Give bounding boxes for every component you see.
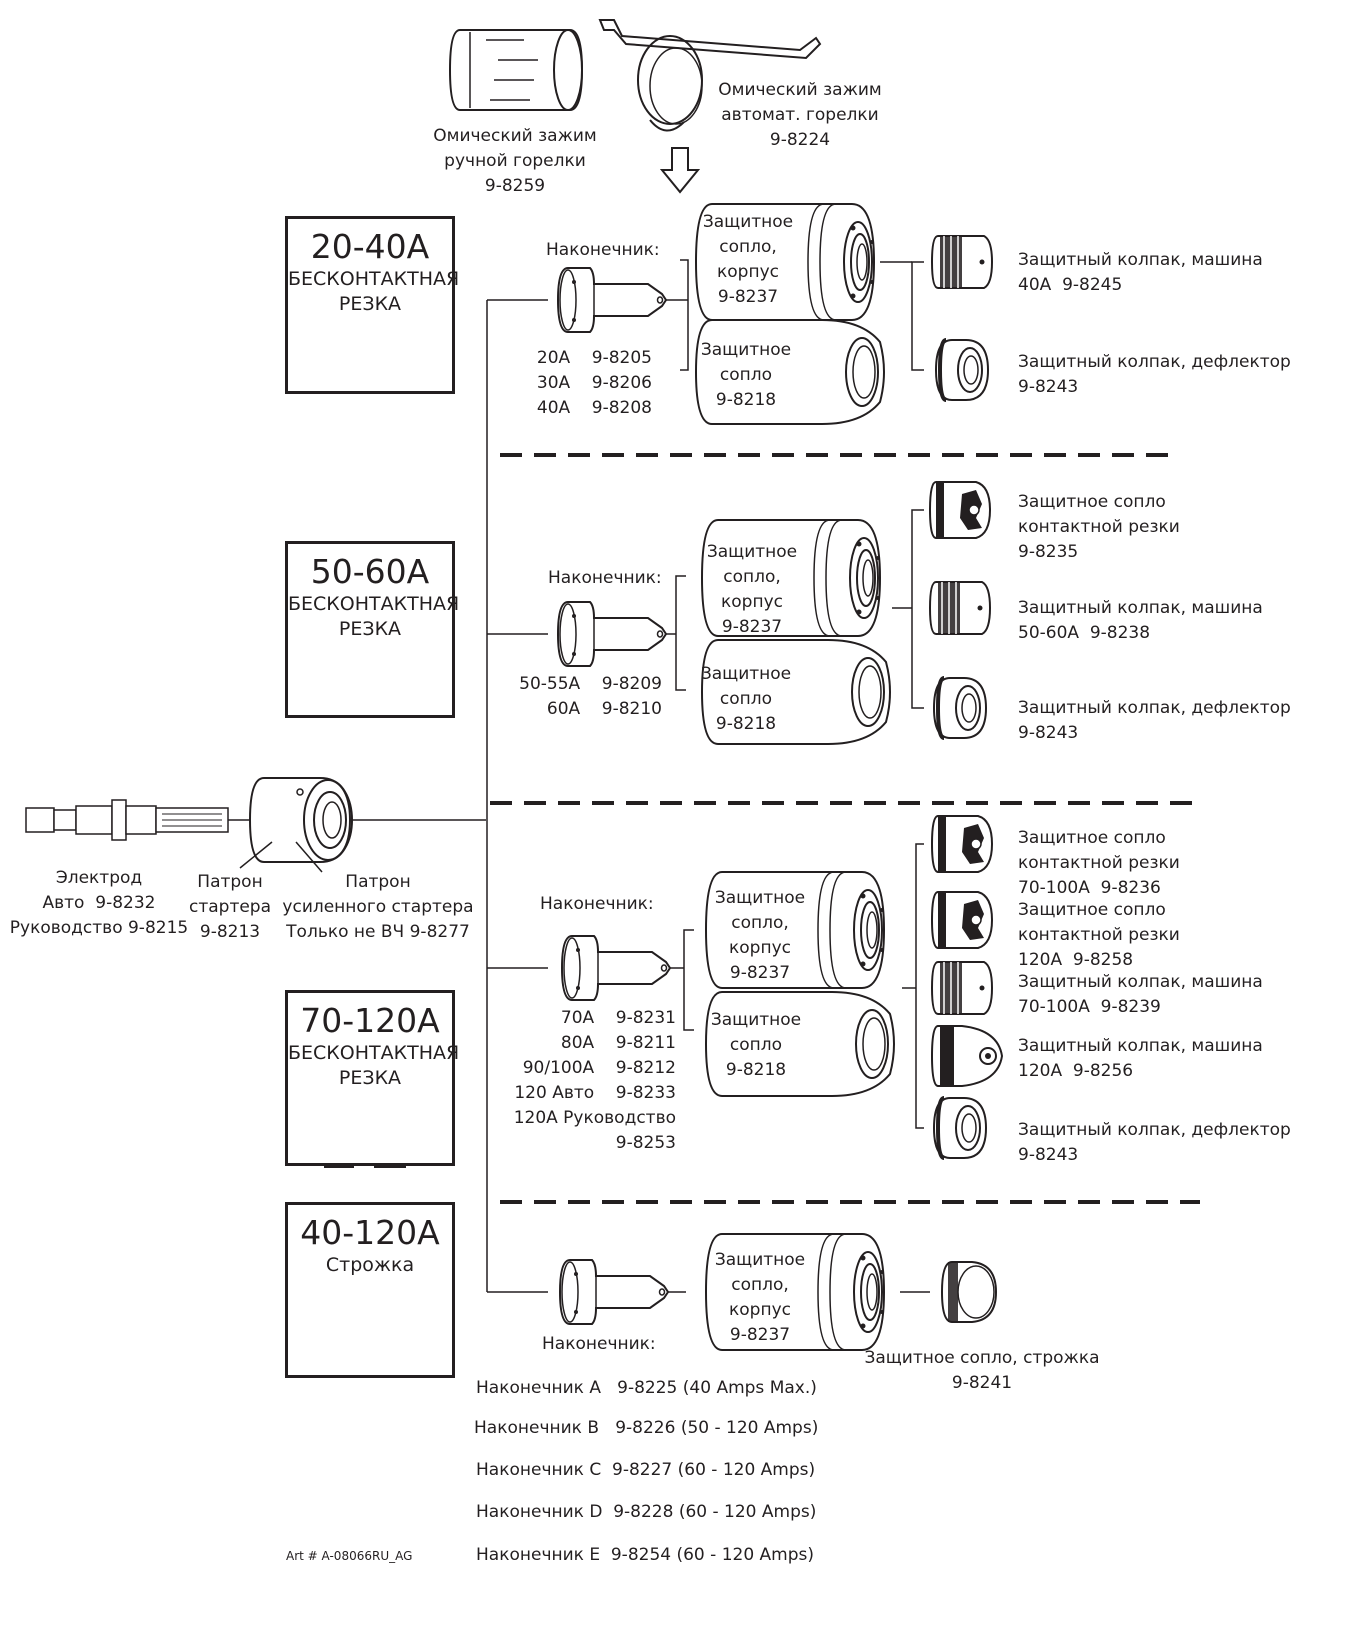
shield-cup-body-label-s4: Защитное сопло, корпус 9-8237 (712, 1248, 808, 1348)
shield-cup-label-s3: Защитное сопло 9-8218 (708, 1008, 804, 1083)
mode-type: БЕСКОНТАКТНАЯ РЕЗКА (288, 592, 452, 642)
gouge-tip-e: Наконечник E 9-8254 (60 - 120 Amps) (476, 1543, 814, 1568)
drag-shield-icon-s3b (932, 892, 992, 948)
mode-amps: 70-120A (288, 1001, 452, 1041)
manual-clamp-label: Омический зажим ручной горелки 9-8259 (410, 124, 620, 199)
deflector-label-s1: Защитный колпак, дефлектор 9-8243 (1018, 350, 1291, 400)
mode-type: БЕСКОНТАКТНАЯ РЕЗКА (288, 1041, 452, 1091)
drag-shield-icon-s3a (932, 816, 992, 872)
tip-list-s3: 70A 9-8231 80A 9-8211 90/100A 9-8212 120… (480, 1006, 676, 1156)
auto-clamp-label: Омический зажим автомат. горелки 9-8224 (700, 78, 900, 153)
machine-cap-label-s1: Защитный колпак, машина 40A 9-8245 (1018, 248, 1263, 298)
deflector-label-s3: Защитный колпак, дефлектор 9-8243 (1018, 1118, 1291, 1168)
tip-list-s1: 20A 9-8205 30A 9-8206 40A 9-8208 (500, 346, 652, 421)
drag-shield-label-s2: Защитное сопло контактной резки 9-8235 (1018, 490, 1180, 565)
tip-list-s2: 50-55A 9-8209 60A 9-8210 (490, 672, 662, 722)
gouge-tip-c: Наконечник C 9-8227 (60 - 120 Amps) (476, 1458, 815, 1483)
tip-title-s3: Наконечник: (540, 892, 654, 917)
machine-cap-label-s3a: Защитный колпак, машина 70-100A 9-8239 (1018, 970, 1263, 1020)
gouge-tip-d: Наконечник D 9-8228 (60 - 120 Amps) (476, 1500, 816, 1525)
mode-box-40-120a-gouging: 40-120A Строжка (285, 1202, 455, 1378)
mode-amps: 40-120A (288, 1213, 452, 1253)
starter-label: Патрон стартера 9-8213 (182, 870, 278, 945)
mode-amps: 50-60A (288, 552, 452, 592)
mode-box-50-60a: 50-60A БЕСКОНТАКТНАЯ РЕЗКА (285, 541, 455, 718)
starter-cartridge-icon (250, 778, 486, 862)
mode-amps: 20-40A (288, 227, 452, 267)
drag-shield-label-s3b: Защитное сопло контактной резки 120A 9-8… (1018, 898, 1180, 973)
gouge-tip-a: Наконечник A 9-8225 (40 Amps Max.) (476, 1376, 817, 1401)
drag-shield-icon-s2 (930, 482, 990, 538)
art-number: Art # A-08066RU_AG (286, 1548, 412, 1564)
gouge-tip-b: Наконечник B 9-8226 (50 - 120 Amps) (474, 1416, 818, 1441)
machine-cap-icon-s2 (930, 582, 990, 634)
tip-icon-s1 (558, 268, 666, 332)
shield-cup-body-label-s2: Защитное сопло, корпус 9-8237 (704, 540, 800, 640)
machine-cap-label-s3b: Защитный колпак, машина 120A 9-8256 (1018, 1034, 1263, 1084)
machine-cap-icon-s3a (932, 962, 992, 1014)
tip-title-s1: Наконечник: (546, 238, 660, 263)
mode-type: БЕСКОНТАКТНАЯ РЕЗКА (288, 267, 452, 317)
shield-cup-label-s1: Защитное сопло 9-8218 (698, 338, 794, 413)
deflector-icon-s3 (934, 1098, 986, 1158)
tip-title-s2: Наконечник: (548, 566, 662, 591)
mode-box-70-120a: 70-120A БЕСКОНТАКТНАЯ РЕЗКА (285, 990, 455, 1166)
tip-icon-s4 (560, 1260, 668, 1324)
machine-cap-icon-s3b (932, 1026, 1002, 1086)
gouge-shield-icon (942, 1262, 996, 1322)
electrode-label: Электрод Авто 9-8232 Руководство 9-8215 (4, 866, 194, 941)
hd-starter-label: Патрон усиленного стартера Только не ВЧ … (278, 870, 478, 945)
machine-cap-icon-s1 (932, 236, 992, 288)
shield-cup-body-label-s1: Защитное сопло, корпус 9-8237 (700, 210, 796, 310)
deflector-icon-s2 (934, 678, 986, 738)
gouge-shield-label: Защитное сопло, строжка 9-8241 (862, 1346, 1102, 1396)
deflector-label-s2: Защитный колпак, дефлектор 9-8243 (1018, 696, 1291, 746)
deflector-icon-s1 (936, 340, 988, 400)
tip-icon-s3 (562, 936, 670, 1000)
mode-type: Строжка (288, 1253, 452, 1278)
manual-clamp-icon (450, 30, 582, 110)
drag-shield-label-s3a: Защитное сопло контактной резки 70-100A … (1018, 826, 1180, 901)
down-arrow-icon (662, 148, 698, 192)
tip-icon-s2 (558, 602, 666, 666)
shield-cup-body-label-s3: Защитное сопло, корпус 9-8237 (712, 886, 808, 986)
mode-box-20-40a: 20-40A БЕСКОНТАКТНАЯ РЕЗКА (285, 216, 455, 394)
machine-cap-label-s2: Защитный колпак, машина 50-60A 9-8238 (1018, 596, 1263, 646)
shield-cup-label-s2: Защитное сопло 9-8218 (698, 662, 794, 737)
electrode-icon (26, 800, 286, 840)
tip-title-s4: Наконечник: (542, 1332, 656, 1357)
